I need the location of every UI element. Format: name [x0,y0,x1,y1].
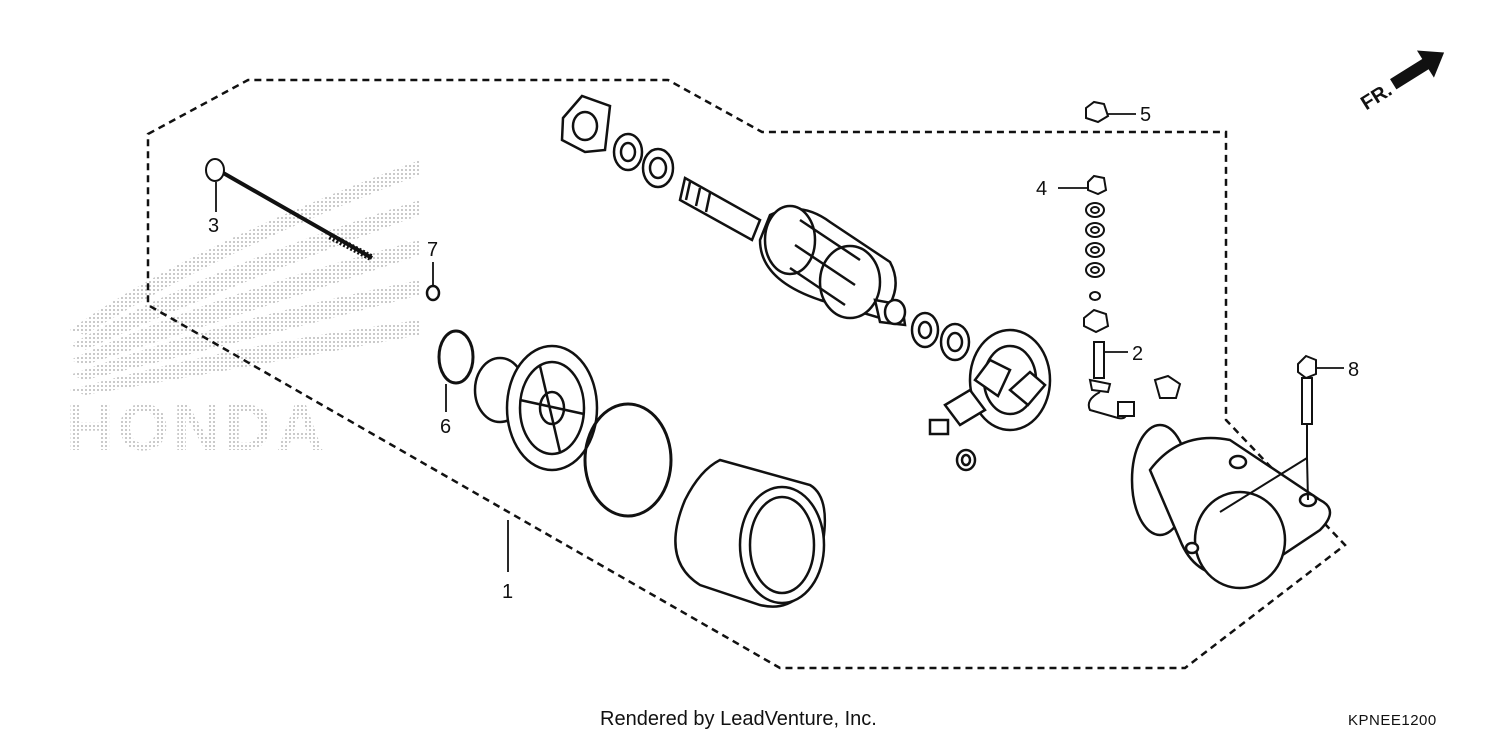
callout-2: 2 [1132,343,1143,365]
yoke-o-ring [583,402,673,518]
callout-7: 7 [427,239,438,261]
front-cover [473,344,599,472]
mounting-bolt [1219,354,1317,513]
rear-washers [910,311,971,362]
callout-1: 1 [502,581,513,603]
terminal-nut-stack [1083,174,1110,334]
honda-watermark: HONDA [66,160,420,464]
front-arrow-icon [1390,50,1445,90]
diagram-code: KPNEE1200 [1348,712,1437,729]
callout-3: 3 [208,215,219,237]
assembly-boundary [146,78,1347,670]
callout-8: 8 [1348,359,1359,381]
yoke-housing [674,458,827,608]
nut-5 [1085,100,1110,124]
watermark-text: HONDA [66,390,328,464]
callout-6: 6 [440,416,451,438]
callout-5: 5 [1140,104,1151,126]
small-o-ring [425,284,441,302]
leader-lines [215,113,1344,572]
brush-holder [928,328,1052,472]
terminal-bolt [1087,341,1182,420]
callout-4: 4 [1036,178,1047,200]
armature-washers [560,94,675,189]
front-direction-indicator: FR. [1357,50,1445,115]
footer-credit: Rendered by LeadVenture, Inc. [600,708,877,730]
front-cover-o-ring [437,329,475,385]
through-bolt [205,158,374,262]
armature [678,176,907,327]
rear-cover [1130,423,1332,590]
direction-label: FR. [1357,79,1396,115]
